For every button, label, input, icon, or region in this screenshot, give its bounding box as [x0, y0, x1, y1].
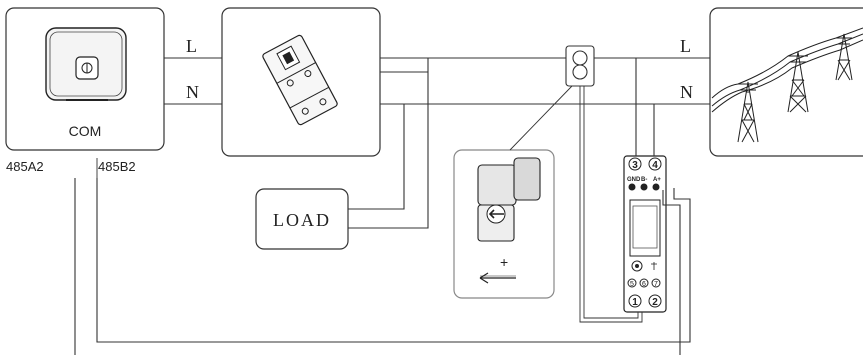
terminal-3: 3 [632, 160, 638, 171]
gnd-label: GND [627, 177, 641, 183]
neutral-label-left: N [186, 82, 199, 102]
terminal-4: 4 [652, 160, 658, 171]
load-box: LOAD [255, 188, 349, 250]
com-label: COM [69, 123, 102, 139]
solar-inverter-icon [45, 27, 127, 101]
breaker-box [221, 7, 381, 157]
terminal-2: 2 [652, 297, 658, 308]
load-label: LOAD [273, 210, 331, 230]
main-conductors [164, 57, 710, 105]
grid-box [709, 7, 863, 157]
terminal-7: 7 [654, 281, 658, 288]
b-minus-label: B- [641, 177, 647, 183]
polarity-plus: + [500, 254, 508, 270]
circuit-breaker-icon [262, 34, 338, 126]
line-label-left: L [186, 36, 197, 56]
ct-clamp-icon [477, 157, 541, 242]
terminal-5: 5 [630, 281, 634, 288]
terminal-1: 1 [632, 297, 638, 308]
power-pylons-icon [711, 27, 863, 143]
terminal-6: 6 [642, 281, 646, 288]
pin-485a2: 485A2 [6, 159, 44, 174]
a-plus-label: A+ [653, 177, 661, 183]
line-label-right: L [680, 36, 691, 56]
energy-meter: 3 4 GND B- A+ 5 6 7 1 2 [623, 155, 667, 313]
arrow-left-icon [479, 272, 516, 284]
current-transformer-icon [565, 45, 595, 87]
ct-detail-box: + [453, 149, 555, 299]
neutral-label-right: N [680, 82, 693, 102]
inverter-box: COM [5, 7, 165, 151]
pin-485b2: 485B2 [98, 159, 136, 174]
rs485-wiring [74, 178, 691, 355]
